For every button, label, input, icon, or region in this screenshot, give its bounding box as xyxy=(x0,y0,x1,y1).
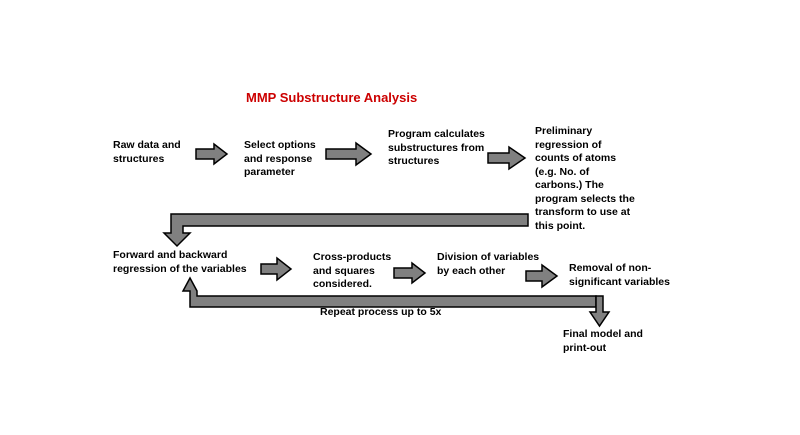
arrow-raw-to-select xyxy=(195,142,229,166)
step-final-model: Final model and print-out xyxy=(563,328,643,354)
step-removal: Removal of non- significant variables xyxy=(569,262,670,288)
arrow-division-to-removal xyxy=(525,263,559,289)
loop-label: Repeat process up to 5x xyxy=(320,306,442,318)
step-preliminary-regression: Preliminary regression of counts of atom… xyxy=(535,125,635,232)
arrow-repeat-loop xyxy=(181,276,597,308)
arrow-cross-to-division xyxy=(393,261,427,285)
arrow-calc-to-prelim xyxy=(487,145,527,171)
step-program-calculates: Program calculates substructures from st… xyxy=(388,128,485,167)
diagram-title: MMP Substructure Analysis xyxy=(246,90,418,105)
arrow-select-to-calc xyxy=(325,141,373,167)
step-select-options: Select options and response parameter xyxy=(244,139,316,178)
arrow-prelim-to-forward xyxy=(162,213,529,248)
step-raw-data: Raw data and structures xyxy=(113,139,181,165)
arrow-to-final xyxy=(588,295,611,328)
step-division: Division of variables by each other xyxy=(437,251,540,277)
step-cross-products: Cross-products and squares considered. xyxy=(313,251,392,290)
step-forward-backward: Forward and backward regression of the v… xyxy=(113,249,247,275)
arrow-forward-to-cross xyxy=(260,256,293,282)
